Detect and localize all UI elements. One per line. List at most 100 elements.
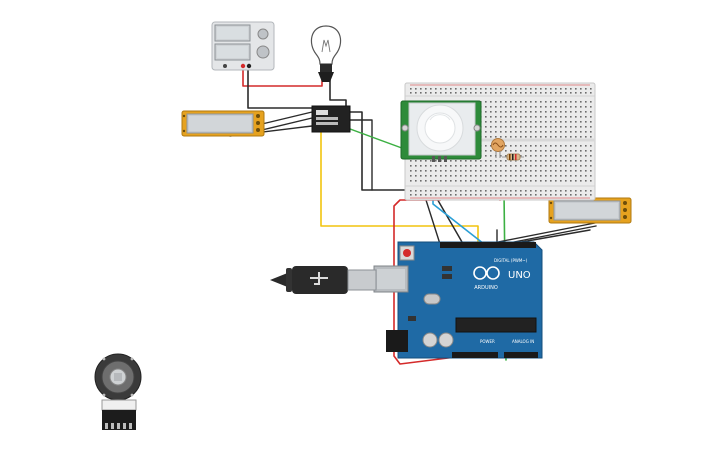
- breadboard-hole: [415, 170, 417, 172]
- breadboard-hole: [545, 180, 547, 182]
- wire-black-lcd2-arduino-2[interactable]: [503, 225, 597, 245]
- breadboard-hole: [495, 131, 497, 133]
- breadboard-hole: [520, 92, 522, 94]
- breadboard-hole: [525, 101, 527, 103]
- breadboard-hole: [435, 165, 437, 167]
- wire-black-psu-relay[interactable]: [247, 67, 319, 113]
- wire-black-lcd2-arduino-1[interactable]: [497, 221, 601, 243]
- breadboard-hole: [485, 131, 487, 133]
- breadboard-hole: [585, 106, 587, 108]
- photoresistor-icon[interactable]: [491, 138, 505, 159]
- breadboard-hole: [515, 165, 517, 167]
- breadboard-hole: [555, 126, 557, 128]
- breadboard-hole: [445, 175, 447, 177]
- breadboard-hole: [505, 136, 507, 138]
- wire-black-relay-breadboard[interactable]: [349, 111, 433, 191]
- breadboard-hole: [530, 160, 532, 162]
- wire-black-relay-lcd1-a[interactable]: [261, 111, 313, 125]
- breadboard-hole: [505, 92, 507, 94]
- breadboard-hole: [495, 194, 497, 196]
- light-bulb-icon[interactable]: [310, 25, 342, 82]
- breadboard-hole: [575, 126, 577, 128]
- breadboard-hole: [510, 111, 512, 113]
- breadboard-hole: [580, 165, 582, 167]
- breadboard-hole: [500, 116, 502, 118]
- breadboard-hole: [510, 116, 512, 118]
- breadboard-hole: [450, 190, 452, 192]
- relay-icon[interactable]: [311, 105, 351, 133]
- breadboard-hole: [520, 116, 522, 118]
- breadboard-hole: [545, 106, 547, 108]
- breadboard-hole: [425, 160, 427, 162]
- breadboard-hole: [565, 170, 567, 172]
- breadboard-hole: [470, 88, 472, 90]
- breadboard-hole: [585, 170, 587, 172]
- breadboard-hole: [515, 126, 517, 128]
- breadboard-hole: [480, 190, 482, 192]
- breadboard-hole: [490, 145, 492, 147]
- breadboard-hole: [565, 160, 567, 162]
- breadboard-hole: [550, 194, 552, 196]
- breadboard-hole: [560, 88, 562, 90]
- breadboard-hole: [555, 136, 557, 138]
- breadboard-hole: [570, 116, 572, 118]
- breadboard-hole: [540, 170, 542, 172]
- breadboard-hole: [575, 92, 577, 94]
- lcd-display-right[interactable]: [548, 197, 632, 224]
- breadboard-hole: [575, 180, 577, 182]
- wire-black-relay-lcd1-b[interactable]: [261, 117, 313, 131]
- breadboard-hole: [410, 92, 412, 94]
- breadboard-hole: [440, 180, 442, 182]
- breadboard-hole: [590, 194, 592, 196]
- arduino-uno-board[interactable]: ARDUINO UNO DIGITAL (PWM~) POWER ANALOG …: [373, 241, 543, 359]
- breadboard-hole: [415, 194, 417, 196]
- breadboard-hole: [525, 145, 527, 147]
- lcd-display-left[interactable]: [181, 110, 265, 137]
- breadboard-hole: [520, 160, 522, 162]
- resistor-icon[interactable]: [502, 153, 524, 161]
- power-supply-icon[interactable]: [211, 21, 275, 71]
- rotary-encoder-icon[interactable]: [94, 353, 142, 430]
- wire-black-bulb-relay[interactable]: [329, 79, 347, 109]
- breadboard-hole: [475, 165, 477, 167]
- breadboard-hole: [455, 92, 457, 94]
- breadboard-hole: [490, 160, 492, 162]
- breadboard-hole: [425, 190, 427, 192]
- breadboard-hole: [485, 165, 487, 167]
- pir-sensor-icon[interactable]: [400, 100, 482, 162]
- breadboard-hole: [515, 116, 517, 118]
- breadboard-hole: [590, 116, 592, 118]
- breadboard-hole: [410, 170, 412, 172]
- breadboard-hole: [465, 175, 467, 177]
- breadboard-hole: [590, 145, 592, 147]
- arduino-brand-text: ARDUINO: [474, 285, 498, 291]
- breadboard-hole: [455, 194, 457, 196]
- wire-yellow-relay-arduino[interactable]: [320, 129, 479, 243]
- wire-red-psu-bulb[interactable]: [242, 67, 323, 87]
- breadboard-hole: [555, 106, 557, 108]
- breadboard-hole: [485, 150, 487, 152]
- breadboard-hole: [535, 175, 537, 177]
- breadboard-hole: [555, 131, 557, 133]
- breadboard-hole: [440, 165, 442, 167]
- usb-cable-icon[interactable]: [270, 266, 377, 294]
- breadboard-hole: [445, 194, 447, 196]
- breadboard-hole: [570, 121, 572, 123]
- breadboard-hole: [425, 170, 427, 172]
- breadboard-hole: [470, 165, 472, 167]
- breadboard-hole: [500, 88, 502, 90]
- wire-black-bb-arduino-2[interactable]: [425, 199, 441, 245]
- breadboard-hole: [555, 190, 557, 192]
- breadboard-hole: [500, 136, 502, 138]
- breadboard-hole: [590, 175, 592, 177]
- breadboard-hole: [505, 131, 507, 133]
- wire-black-relay-arduino[interactable]: [349, 119, 373, 191]
- breadboard-hole: [590, 160, 592, 162]
- breadboard-hole: [555, 145, 557, 147]
- breadboard-hole: [515, 180, 517, 182]
- breadboard-hole: [510, 101, 512, 103]
- breadboard-hole: [535, 92, 537, 94]
- breadboard-hole: [425, 92, 427, 94]
- breadboard-hole: [545, 88, 547, 90]
- breadboard-hole: [525, 150, 527, 152]
